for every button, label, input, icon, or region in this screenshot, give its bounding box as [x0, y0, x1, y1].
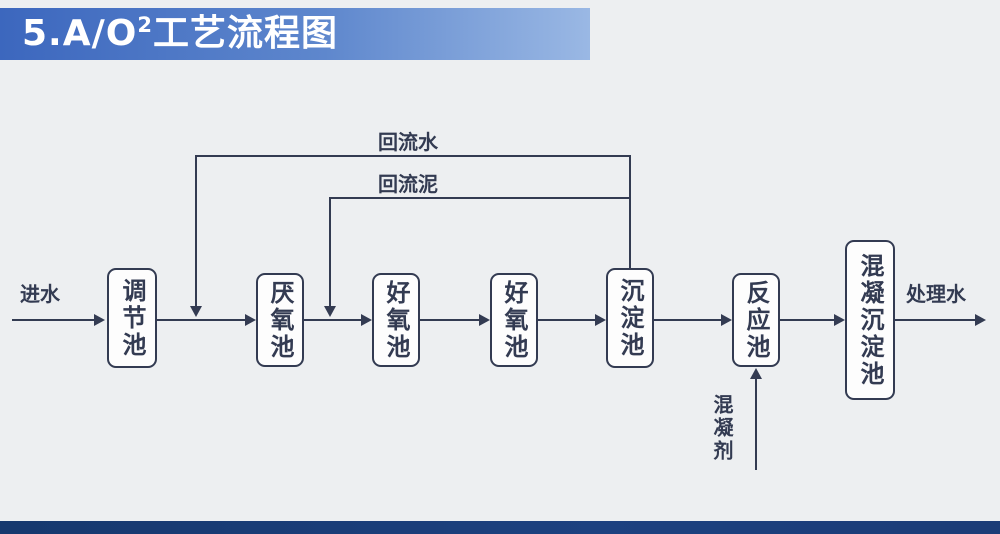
title-banner: 5.A/O2工艺流程图 [0, 8, 590, 60]
node-reaction-tank: 反应池 [732, 273, 780, 367]
arrow-head [361, 314, 372, 326]
flow-arrow-outlet [895, 319, 975, 321]
node-label: 好氧池 [382, 279, 410, 361]
return-riser-line [629, 155, 631, 268]
return-water-line-vertical [195, 155, 197, 306]
node-label: 好氧池 [500, 279, 528, 361]
flow-arrow [157, 319, 245, 321]
return-sludge-label: 回流泥 [378, 172, 438, 196]
return-water-label: 回流水 [378, 130, 438, 154]
return-sludge-line-vertical [329, 197, 331, 306]
arrow-head [245, 314, 256, 326]
flow-arrow [780, 319, 834, 321]
arrow-head [190, 306, 202, 317]
flow-arrow [304, 319, 361, 321]
inlet-label: 进水 [20, 282, 60, 306]
node-label: 沉淀池 [616, 277, 644, 359]
arrow-head [479, 314, 490, 326]
arrow-head [750, 368, 762, 379]
flow-arrow [654, 319, 721, 321]
node-aerobic-tank-2: 好氧池 [490, 273, 538, 367]
return-water-line-horizontal [195, 155, 631, 157]
flow-arrow [538, 319, 595, 321]
node-aerobic-tank-1: 好氧池 [372, 273, 420, 367]
node-label: 反应池 [742, 279, 770, 361]
bottom-bar [0, 521, 1000, 534]
arrow-head [721, 314, 732, 326]
coagulant-line [755, 379, 757, 470]
flow-arrow [420, 319, 479, 321]
node-label: 调节池 [118, 277, 146, 359]
arrow-head [595, 314, 606, 326]
node-regulation-tank: 调节池 [107, 268, 157, 368]
arrow-head [975, 314, 986, 326]
return-sludge-line-horizontal [329, 197, 631, 199]
arrow-head [94, 314, 105, 326]
title-superscript: 2 [137, 13, 153, 37]
node-coagulation-sedimentation-tank: 混凝沉淀池 [845, 240, 895, 400]
outlet-label: 处理水 [906, 282, 966, 306]
flow-arrow-inlet [12, 319, 94, 321]
node-anaerobic-tank: 厌氧池 [256, 273, 304, 367]
arrow-head [324, 306, 336, 317]
node-label: 厌氧池 [266, 279, 294, 361]
node-label: 混凝沉淀池 [856, 252, 884, 388]
page-title: 5.A/O2工艺流程图 [22, 13, 338, 54]
node-sedimentation-tank: 沉淀池 [606, 268, 654, 368]
arrow-head [834, 314, 845, 326]
coagulant-label: 混凝剂 [710, 394, 734, 463]
